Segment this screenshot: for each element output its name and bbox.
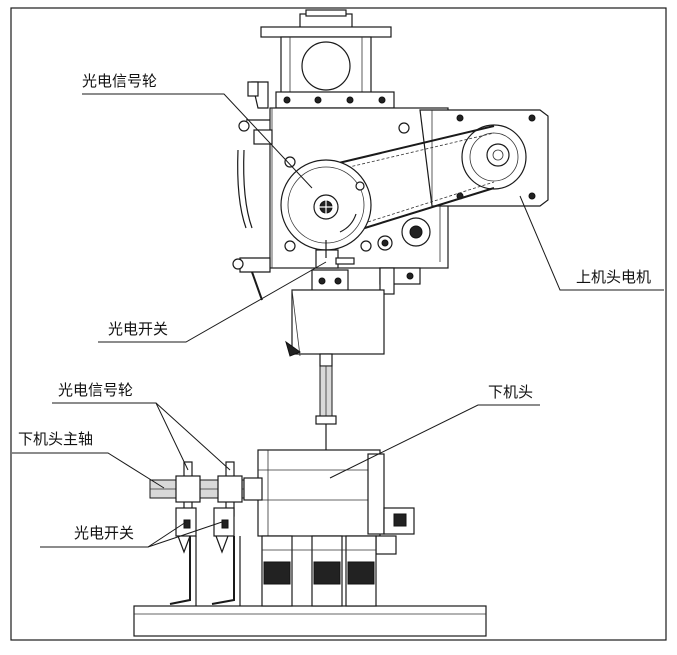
drawing-frame: [10, 7, 667, 641]
needle-bar-housing: [291, 289, 385, 355]
timing-belt-top: [325, 125, 495, 167]
label-lower-photo-switch: 光电开关: [74, 524, 134, 542]
lower-leg-3: [347, 561, 375, 585]
base-plate: [133, 605, 487, 637]
label-upper-signal-wheel: 光电信号轮: [82, 72, 157, 90]
label-lower-signal-wheel: 光电信号轮: [58, 381, 133, 399]
label-lower-head: 下机头: [488, 383, 533, 401]
label-upper-photo-switch: 光电开关: [108, 320, 168, 338]
label-upper-head-motor: 上机头电机: [576, 268, 651, 286]
leader-lines: [12, 93, 664, 548]
lower-head: [133, 449, 487, 637]
upper-top-disc: [301, 41, 351, 91]
label-lower-head-spindle: 下机头主轴: [18, 430, 93, 448]
lower-leg-2: [313, 561, 341, 585]
upper-head: [232, 9, 549, 450]
lower-leg-1: [263, 561, 291, 585]
